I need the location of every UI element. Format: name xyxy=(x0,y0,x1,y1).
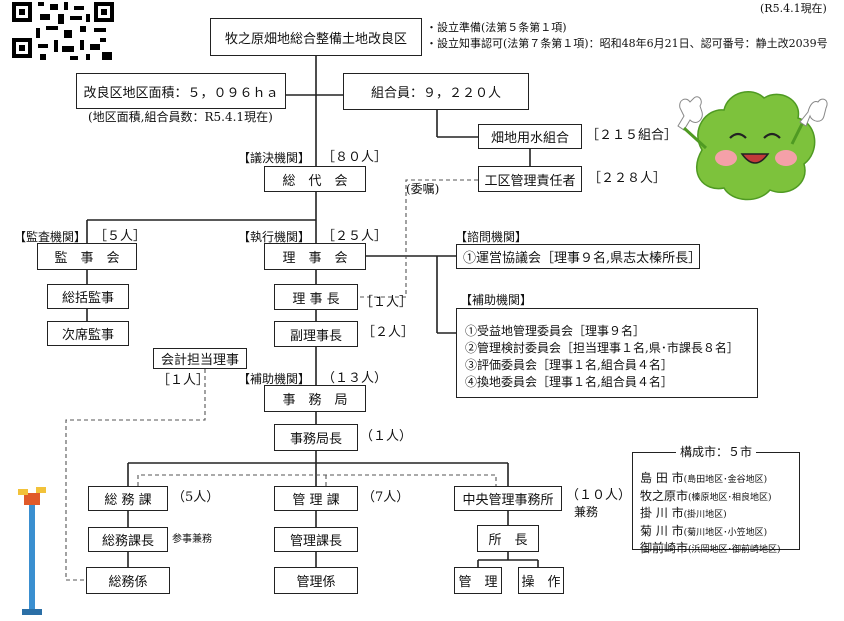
council-tag: 【議決機関】 xyxy=(238,151,311,165)
city-row: 御前崎市(浜岡地区･御前崎地区) xyxy=(640,541,781,555)
as-of-date: (R5.4.1現在) xyxy=(760,2,827,15)
water-union-count: ［２１５組合］ xyxy=(586,128,678,143)
accountant-count: ［１人］ xyxy=(157,373,210,388)
central-office-count: （１０人） xyxy=(566,488,632,503)
members-box: 組合員：９，２２０人 xyxy=(343,73,529,110)
assist-item: ④換地委員会［理事１名,組合員４名］ xyxy=(465,375,673,389)
board-box: 理 事 会 xyxy=(264,243,366,270)
chief-auditor-box: 総括監事 xyxy=(47,284,129,309)
advisory-item: ①運営協議会［理事９名,県志太榛所長］ xyxy=(463,251,702,266)
city-row: 掛 川 市(掛川地区) xyxy=(640,506,727,520)
summary-note: (地区面積,組合員数：R5.4.1現在) xyxy=(88,110,273,124)
audit-board-box: 監 事 会 xyxy=(37,243,137,270)
general-affairs-head-box: 総務課長 xyxy=(88,527,168,552)
note-approval: ・設立知事認可(法第７条第１項)：昭和48年6月21日、認可番号：静土改2039… xyxy=(426,37,828,50)
member-cities-list: 島 田 市(島田地区･金谷地区) 牧之原市(榛原地区･相良地区) 掛 川 市(掛… xyxy=(640,470,781,558)
general-affairs-count: （5人） xyxy=(172,490,220,505)
office-operation-box: 操 作 xyxy=(518,567,564,594)
member-cities-title: 構成市：５市 xyxy=(676,445,757,459)
executive-tag: 【執行機関】 xyxy=(238,230,311,244)
sprinkler-illustration xyxy=(18,487,46,615)
office-count: （１３人） xyxy=(322,371,388,386)
assist-item: ②管理検討委員会［担当理事１名,県･市課長８名］ xyxy=(465,341,739,355)
district-manager-box: 工区管理責任者 xyxy=(478,166,582,192)
city-row: 牧之原市(榛原地区･相良地区) xyxy=(640,488,772,503)
chairman-count: ［１人］ xyxy=(360,295,413,310)
audit-count: ［５人］ xyxy=(94,229,147,244)
audit-tag: 【監査機関】 xyxy=(14,230,87,244)
mascot-illustration xyxy=(677,91,828,201)
member-cities-box xyxy=(632,452,800,550)
office-management-box: 管 理 xyxy=(454,567,502,594)
council-count: ［８０人］ xyxy=(322,150,388,165)
vice-chairman-box: 副理事長 xyxy=(274,321,358,347)
assist-tag: 【補助機関】 xyxy=(460,293,533,307)
area-box: 改良区地区面積：５，０９６ｈａ xyxy=(76,73,286,109)
central-office-box: 中央管理事務所 xyxy=(454,486,562,511)
chairman-box: 理 事 長 xyxy=(274,284,358,310)
delegation-label: (委嘱) xyxy=(406,182,440,196)
org-name-box: 牧之原畑地総合整備土地改良区 xyxy=(210,18,422,56)
executive-count: ［２５人］ xyxy=(322,229,388,244)
assist-box: ①受益地管理委員会［理事９名］ ②管理検討委員会［担当理事１名,県･市課長８名］… xyxy=(456,308,758,398)
district-manager-count: ［２２８人］ xyxy=(588,171,667,186)
deputy-auditor-box: 次席監事 xyxy=(47,321,129,346)
office-tag: 【補助機関】 xyxy=(238,372,311,386)
assist-item: ③評価委員会［理事１名,組合員４名］ xyxy=(465,358,673,372)
advisory-box: ①運営協議会［理事９名,県志太榛所長］ xyxy=(456,244,702,269)
vice-chairman-count: ［２人］ xyxy=(362,325,415,340)
accountant-box: 会計担当理事 xyxy=(153,348,247,369)
note-establishment: ・設立準備(法第５条第１項) xyxy=(426,21,567,34)
management-count: （7人） xyxy=(362,490,410,505)
secretary-general-box: 事務局長 xyxy=(274,424,358,451)
assist-item: ①受益地管理委員会［理事９名］ xyxy=(465,324,646,338)
secretariat-box: 事 務 局 xyxy=(264,385,366,412)
council-box: 総 代 会 xyxy=(264,166,366,192)
city-row: 島 田 市(島田地区･金谷地区) xyxy=(640,471,768,485)
central-office-note: 兼務 xyxy=(574,505,599,519)
water-union-box: 畑地用水組合 xyxy=(478,124,582,149)
management-head-box: 管理課長 xyxy=(274,527,358,552)
secretary-general-count: （１人） xyxy=(360,429,413,444)
general-affairs-box: 総 務 課 xyxy=(88,486,168,511)
management-box: 管 理 課 xyxy=(274,486,358,511)
qr-code[interactable] xyxy=(10,0,116,62)
general-affairs-staff-box: 総務係 xyxy=(86,567,170,594)
advisory-tag: 【諮問機関】 xyxy=(455,230,528,244)
office-head-box: 所 長 xyxy=(477,525,539,552)
general-affairs-head-note: 参事兼務 xyxy=(172,534,212,545)
city-row: 菊 川 市(菊川地区･小笠地区) xyxy=(640,523,768,538)
management-staff-box: 管理係 xyxy=(274,567,358,594)
